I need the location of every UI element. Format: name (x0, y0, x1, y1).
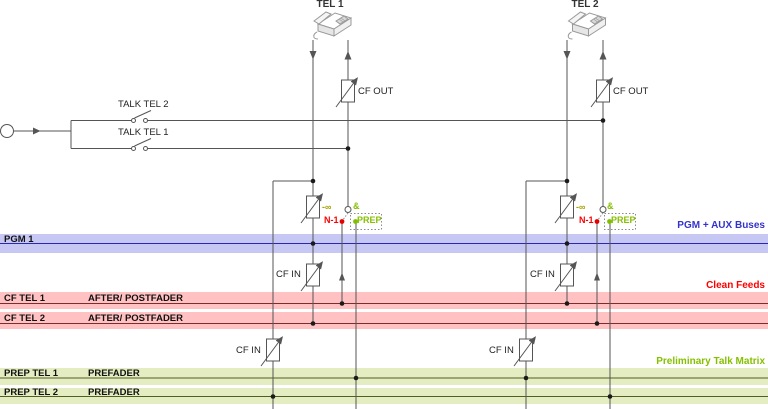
tel-2-phone-icon (567, 11, 607, 40)
prep-tel-2-mode-label: PREFADER (88, 386, 140, 398)
prep-label-tel-2: PREP (611, 215, 636, 225)
tel-2-label: TEL 2 (571, 0, 599, 10)
prep-tel-2-row-label: PREP TEL 2 (4, 386, 59, 398)
channel-fader-icon-tel-1 (300, 193, 324, 224)
cf-out-label-tel-1: CF OUT (358, 86, 394, 97)
minus-infinity-label-tel-1: -∞ (322, 202, 332, 212)
cf-in-upper-label-tel-1: CF IN (276, 269, 301, 280)
prep-tel-1-bus-band (0, 367, 768, 385)
bus-lines (0, 242, 768, 398)
amp-label-tel-2: & (607, 201, 614, 211)
cf-tel-2-row-label: CF TEL 2 (4, 313, 45, 324)
talk-source-icon (0, 124, 14, 138)
n1-label-tel-1: N-1 (324, 215, 339, 225)
cf-tel-1-row-label: CF TEL 1 (4, 293, 45, 304)
n1-prep-selector-icon-tel-1 (339, 206, 382, 230)
talk-tel-1-switch-icon (131, 138, 152, 151)
channel-fader-icon-tel-2 (554, 193, 578, 224)
cf-out-fader-icon-tel-1 (335, 77, 359, 108)
cf-out-fader-icon-tel-2 (590, 77, 614, 108)
cf-tel-1-bus-band (0, 292, 768, 309)
cf-tel-1-mode-label: AFTER/ POSTFADER (88, 293, 184, 304)
prep-tel-1-row-label: PREP TEL 1 (4, 367, 59, 379)
cf-tel-2-bus-band (0, 312, 768, 329)
n1-label-tel-2: N-1 (579, 215, 594, 225)
cf-in-lower-fader-icon-tel-2 (513, 336, 537, 367)
cf-out-label-tel-2: CF OUT (613, 86, 649, 97)
n1-prep-selector-icon-tel-2 (594, 206, 636, 230)
clean-feeds-label: Clean Feeds (706, 279, 765, 291)
wire-lines (13, 40, 611, 409)
tel-1-phone-icon (313, 11, 353, 40)
junction-dots (270, 118, 613, 399)
cf-in-upper-fader-icon-tel-2 (554, 261, 578, 292)
minus-infinity-label-tel-2: -∞ (576, 202, 586, 212)
amp-label-tel-1: & (353, 201, 360, 211)
preliminary-talk-matrix-label: Preliminary Talk Matrix (656, 355, 765, 367)
prep-tel-2-bus-band (0, 387, 768, 404)
talk-tel-2-label: TALK TEL 2 (118, 99, 169, 110)
pgm-aux-buses-label: PGM + AUX Buses (677, 220, 765, 231)
flow-arrows (33, 51, 607, 281)
talk-tel-1-label: TALK TEL 1 (118, 127, 169, 138)
cf-in-upper-label-tel-2: CF IN (530, 269, 555, 280)
talk-tel-2-switch-icon (131, 110, 152, 123)
cf-in-lower-label-tel-1: CF IN (236, 345, 261, 356)
tel-1-label: TEL 1 (316, 0, 344, 10)
cf-tel-2-mode-label: AFTER/ POSTFADER (88, 313, 184, 324)
cf-in-lower-fader-icon-tel-1 (260, 336, 284, 367)
cf-in-upper-fader-icon-tel-1 (300, 261, 324, 292)
pgm-1-row-label: PGM 1 (4, 233, 34, 245)
prep-tel-1-mode-label: PREFADER (88, 367, 140, 379)
cf-in-lower-label-tel-2: CF IN (489, 345, 514, 356)
prep-label-tel-1: PREP (357, 215, 382, 225)
